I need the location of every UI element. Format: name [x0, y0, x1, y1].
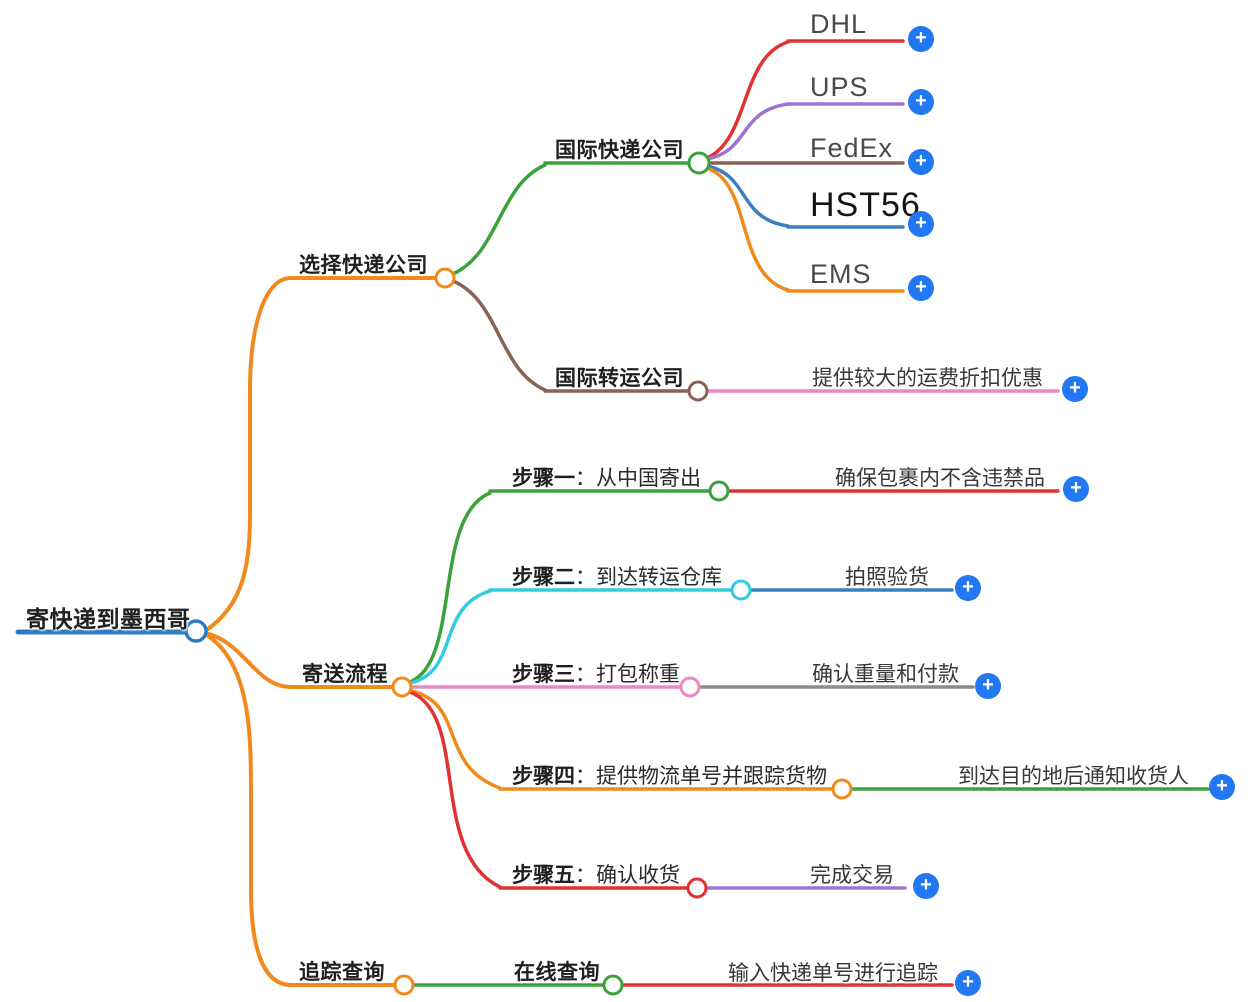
node-step1-note-label[interactable]: 确保包裹内不含违禁品 — [835, 467, 1045, 490]
edge-process-to-step4 — [409, 689, 502, 790]
step3-desc: 打包称重 — [596, 663, 680, 686]
add-node-button-step1-note[interactable]: + — [1063, 476, 1089, 502]
step2-desc: 到达转运仓库 — [596, 566, 722, 589]
step4-name: 步骤四 — [512, 765, 575, 788]
node-handle-intl-express[interactable] — [687, 151, 711, 175]
node-handle-process[interactable] — [391, 676, 413, 698]
node-transfer-label[interactable]: 国际转运公司 — [555, 367, 684, 390]
node-handle-step5[interactable] — [686, 877, 708, 899]
step3-sep: ： — [575, 663, 596, 686]
add-node-button-hst56[interactable]: + — [908, 211, 934, 237]
node-step4-note-label[interactable]: 到达目的地后通知收货人 — [958, 765, 1189, 788]
edge-intl-to-ups — [705, 102, 790, 161]
edge-choose-to-intl-express — [451, 163, 547, 276]
node-step2-label[interactable]: 步骤二：到达转运仓库 — [512, 561, 722, 591]
add-node-button-step3-note[interactable]: + — [975, 673, 1001, 699]
edge-root-to-choose — [203, 276, 293, 633]
node-online-note-label[interactable]: 输入快递单号进行追踪 — [728, 962, 938, 985]
step2-sep: ： — [575, 566, 596, 589]
edge-intl-to-ems — [705, 166, 790, 292]
add-node-button-online-note[interactable]: + — [955, 970, 981, 996]
add-node-button-step4-note[interactable]: + — [1209, 774, 1235, 800]
add-node-button-transfer-note[interactable]: + — [1062, 376, 1088, 402]
edge-choose-to-transfer — [451, 279, 547, 392]
node-step1-label[interactable]: 步骤一：从中国寄出 — [512, 462, 701, 492]
step1-name: 步骤一 — [512, 467, 575, 490]
node-fedex-label[interactable]: FedEx — [810, 133, 894, 163]
edge-intl-to-hst56 — [705, 164, 790, 228]
node-handle-step4[interactable] — [831, 778, 853, 800]
add-node-button-ups[interactable]: + — [908, 89, 934, 115]
step5-name: 步骤五 — [512, 864, 575, 887]
node-transfer-note-label[interactable]: 提供较大的运费折扣优惠 — [812, 367, 1043, 390]
node-handle-step3[interactable] — [679, 676, 701, 698]
node-handle-transfer[interactable] — [687, 380, 709, 402]
step5-desc: 确认收货 — [596, 864, 680, 887]
node-choose-label[interactable]: 选择快递公司 — [299, 254, 428, 277]
node-handle-tracking[interactable] — [393, 974, 415, 996]
node-step4-label[interactable]: 步骤四：提供物流单号并跟踪货物 — [512, 760, 827, 790]
edge-root-to-tracking — [203, 632, 293, 987]
edge-root-to-process — [203, 631, 293, 689]
add-node-button-step5-note[interactable]: + — [913, 873, 939, 899]
node-step5-note-label[interactable]: 完成交易 — [810, 864, 894, 887]
node-ems-label[interactable]: EMS — [810, 259, 872, 289]
node-handle-step2[interactable] — [730, 579, 752, 601]
node-step5-label[interactable]: 步骤五：确认收货 — [512, 859, 680, 889]
node-process-label[interactable]: 寄送流程 — [302, 663, 388, 686]
node-tracking-label[interactable]: 追踪查询 — [299, 961, 385, 984]
add-node-button-fedex[interactable]: + — [908, 149, 934, 175]
node-step2-note-label[interactable]: 拍照验货 — [845, 566, 929, 589]
step3-name: 步骤三 — [512, 663, 575, 686]
add-node-button-dhl[interactable]: + — [908, 26, 934, 52]
node-handle-choose[interactable] — [434, 267, 456, 289]
step1-sep: ： — [575, 467, 596, 490]
edge-intl-to-dhl — [705, 40, 790, 160]
step2-name: 步骤二 — [512, 566, 575, 589]
node-hst56-label[interactable]: HST56 — [810, 186, 921, 224]
step5-sep: ： — [575, 864, 596, 887]
node-ups-label[interactable]: UPS — [810, 72, 869, 102]
step1-desc: 从中国寄出 — [596, 467, 701, 490]
node-handle-root[interactable] — [184, 619, 208, 643]
edge-process-to-step2 — [408, 589, 492, 685]
step4-sep: ： — [575, 765, 596, 788]
node-dhl-label[interactable]: DHL — [810, 9, 868, 39]
node-intl-express-label[interactable]: 国际快递公司 — [555, 139, 684, 162]
add-node-button-ems[interactable]: + — [908, 275, 934, 301]
node-step3-label[interactable]: 步骤三：打包称重 — [512, 658, 680, 688]
step4-desc: 提供物流单号并跟踪货物 — [596, 765, 827, 788]
node-handle-step1[interactable] — [708, 480, 730, 502]
node-online-label[interactable]: 在线查询 — [514, 961, 600, 984]
add-node-button-step2-note[interactable]: + — [955, 575, 981, 601]
node-step3-note-label[interactable]: 确认重量和付款 — [812, 663, 959, 686]
edge-process-to-step5 — [408, 690, 502, 889]
edge-process-to-step1 — [408, 491, 492, 684]
node-handle-online[interactable] — [602, 974, 624, 996]
node-root-label[interactable]: 寄快递到墨西哥 — [26, 606, 191, 632]
